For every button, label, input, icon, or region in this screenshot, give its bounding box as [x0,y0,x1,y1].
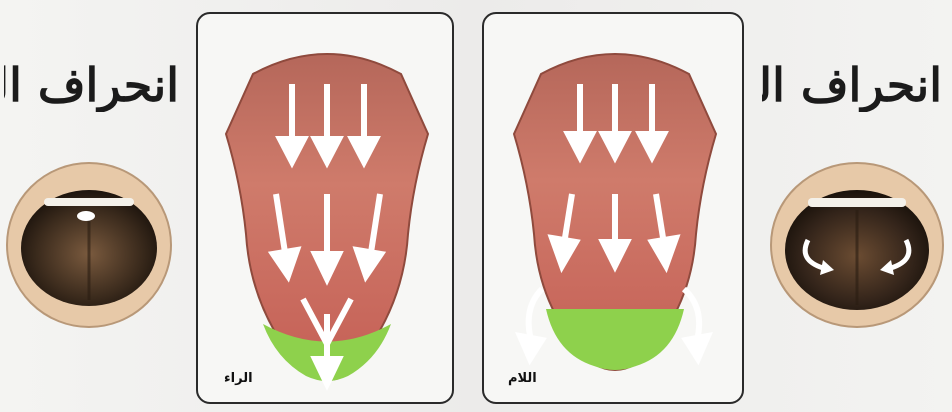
tongue-tip-glare [77,211,95,221]
panel-label-ra: الراء [224,371,253,386]
tongue-panel-ra: الراء [196,12,454,404]
panel-label-lam: اللام [508,371,537,386]
tongue-panel-lam: اللام [482,12,744,404]
mouth-illustration-ra [4,160,174,330]
mouth-illustration-lam [768,160,946,338]
tongue-diagram-lam [484,14,744,404]
heading-inhiraf-ra: انحراف الراء [4,58,179,112]
heading-inhiraf-lam: انحراف اللام [762,58,942,112]
tongue-diagram-ra [198,14,454,404]
